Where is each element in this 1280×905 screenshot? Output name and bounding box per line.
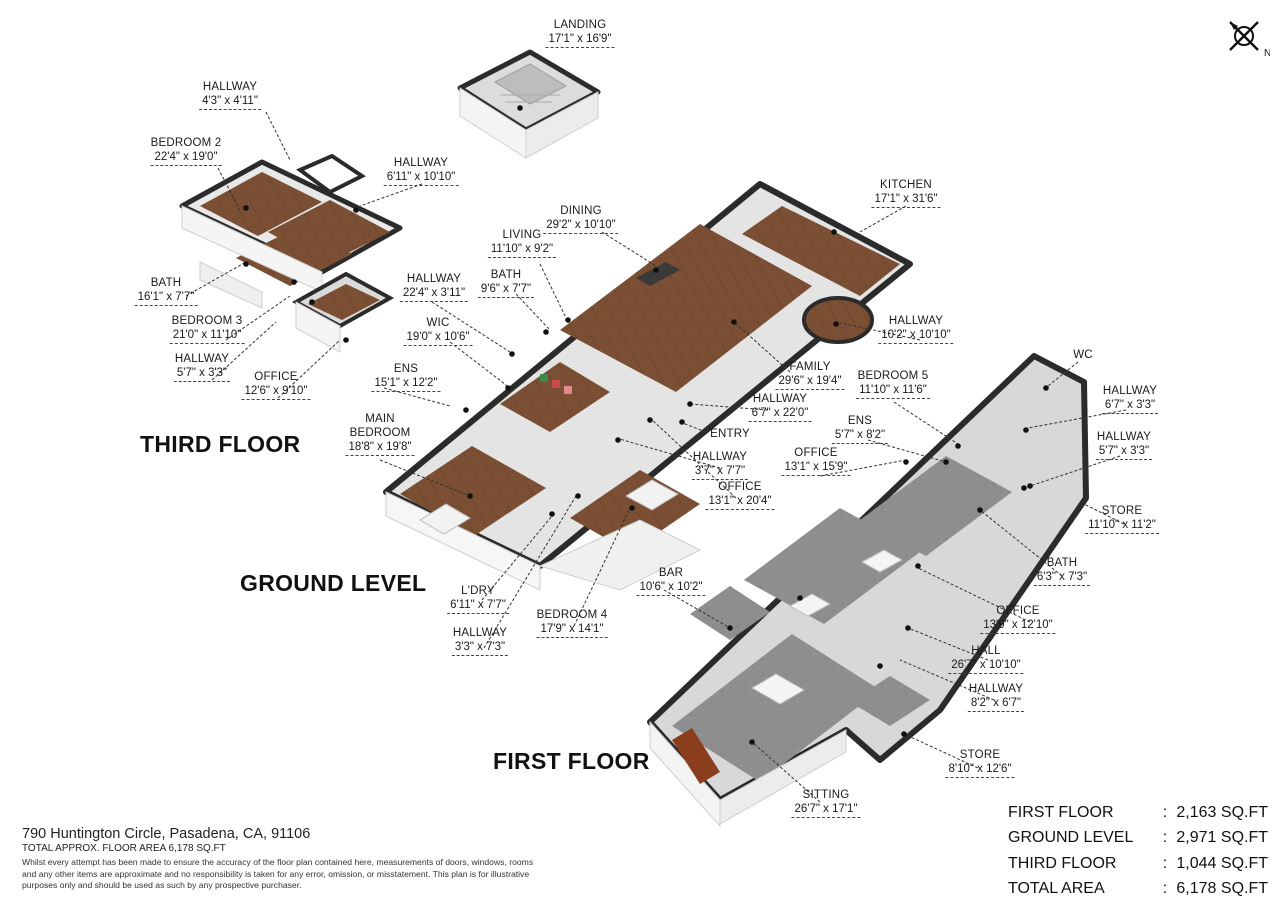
property-address: 790 Huntington Circle, Pasadena, CA, 911…: [22, 826, 311, 842]
room-label: WC: [1073, 349, 1093, 361]
area-row: TOTAL AREA:6,178 SQ.FT: [1008, 880, 1268, 898]
north-compass-icon: N: [1229, 21, 1270, 59]
area-summary-table: FIRST FLOOR:2,163 SQ.FT GROUND LEVEL:2,9…: [1008, 800, 1268, 902]
ground-level-plan: [383, 181, 913, 591]
third-floor-title: THIRD FLOOR: [140, 431, 301, 457]
area-row: GROUND LEVEL:2,971 SQ.FT: [1008, 829, 1268, 847]
first-floor-title: FIRST FLOOR: [493, 748, 650, 774]
area-row: THIRD FLOOR:1,044 SQ.FT: [1008, 854, 1268, 872]
compass-label: N: [1264, 48, 1270, 59]
disclaimer-text: Whilst every attempt has been made to en…: [22, 857, 534, 890]
room-markers: [243, 105, 1049, 745]
room-label: ENTRY: [710, 428, 750, 440]
area-row: FIRST FLOOR:2,163 SQ.FT: [1008, 803, 1268, 821]
landing-block: [457, 49, 601, 159]
ground-level-title: GROUND LEVEL: [240, 570, 427, 596]
leader-lines: [185, 111, 1127, 803]
third-floor-plan: [179, 153, 403, 353]
total-approx-area: TOTAL APPROX. FLOOR AREA 6,178 SQ.FT: [22, 843, 226, 854]
first-floor-plan: [647, 353, 1089, 828]
